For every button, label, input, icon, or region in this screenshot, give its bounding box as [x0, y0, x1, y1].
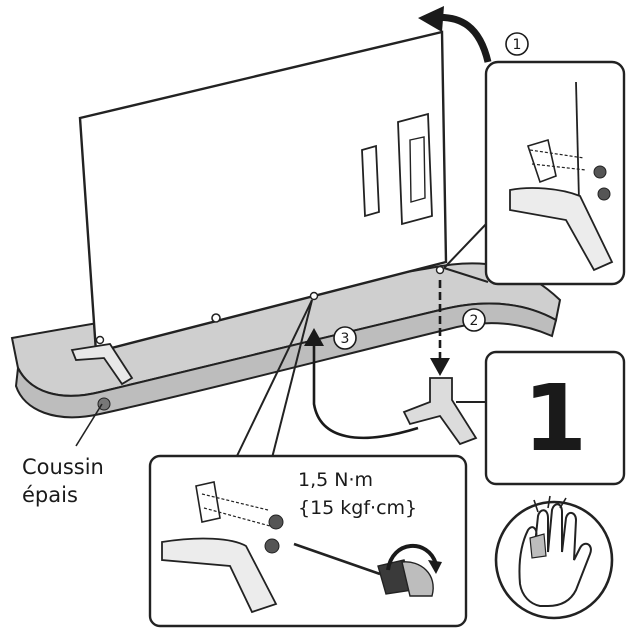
cushion-label-line1: Coussin — [22, 455, 104, 479]
step-3-marker: 3 — [333, 326, 357, 350]
zoom-callout-rear-mount — [443, 60, 626, 286]
left-stand — [70, 343, 134, 386]
torque-spec: 1,5 N·m {15 kgf·cm} — [298, 469, 417, 519]
right-stand-part — [402, 377, 478, 446]
cushion-label: Coussin épais — [22, 403, 104, 507]
step-3-number: 3 — [341, 331, 350, 347]
rotate-tv-arrow — [418, 6, 492, 63]
rotate-arrow-icon — [386, 544, 442, 574]
step-2-arrow — [430, 280, 450, 376]
cushion-label-line2: épais — [22, 483, 78, 507]
step-1-number: 1 — [513, 37, 522, 53]
part-number: 1 — [523, 365, 587, 472]
step-2-number: 2 — [470, 313, 479, 329]
tv-panel — [78, 30, 448, 354]
torque-value: 1,5 N·m — [298, 469, 373, 491]
step-1-marker: 1 — [505, 32, 529, 56]
torque-value-kgf: {15 kgf·cm} — [298, 497, 417, 519]
part-number-badge: 1 — [456, 350, 626, 486]
hand-caution-icon — [494, 495, 614, 620]
step-2-marker: 2 — [462, 308, 486, 332]
step-3-arrow — [304, 328, 419, 440]
